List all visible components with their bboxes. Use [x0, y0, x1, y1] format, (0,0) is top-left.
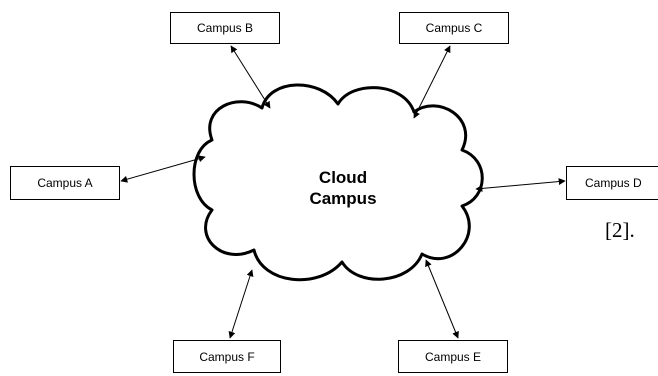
- node-campus-d: Campus D: [566, 166, 658, 200]
- connector-campus-f: [228, 269, 254, 339]
- citation-reference: [2].: [605, 218, 635, 242]
- connector-campus-a: [120, 155, 206, 183]
- node-campus-c: Campus C: [399, 12, 509, 44]
- node-campus-e: Campus E: [398, 340, 508, 373]
- cloud-shape: [192, 83, 484, 282]
- connector-campus-b: [230, 45, 271, 109]
- node-campus-a: Campus A: [10, 166, 120, 200]
- connector-campus-e: [425, 259, 459, 339]
- node-campus-f: Campus F: [173, 340, 281, 373]
- cloud-label-line2: Campus: [309, 189, 377, 208]
- cloud-label-line1: Cloud: [318, 168, 368, 187]
- connector-campus-d: [475, 178, 566, 192]
- cloud-label: Cloud Campus: [288, 167, 398, 209]
- connector-campus-c: [413, 45, 451, 119]
- node-campus-b: Campus B: [170, 12, 280, 44]
